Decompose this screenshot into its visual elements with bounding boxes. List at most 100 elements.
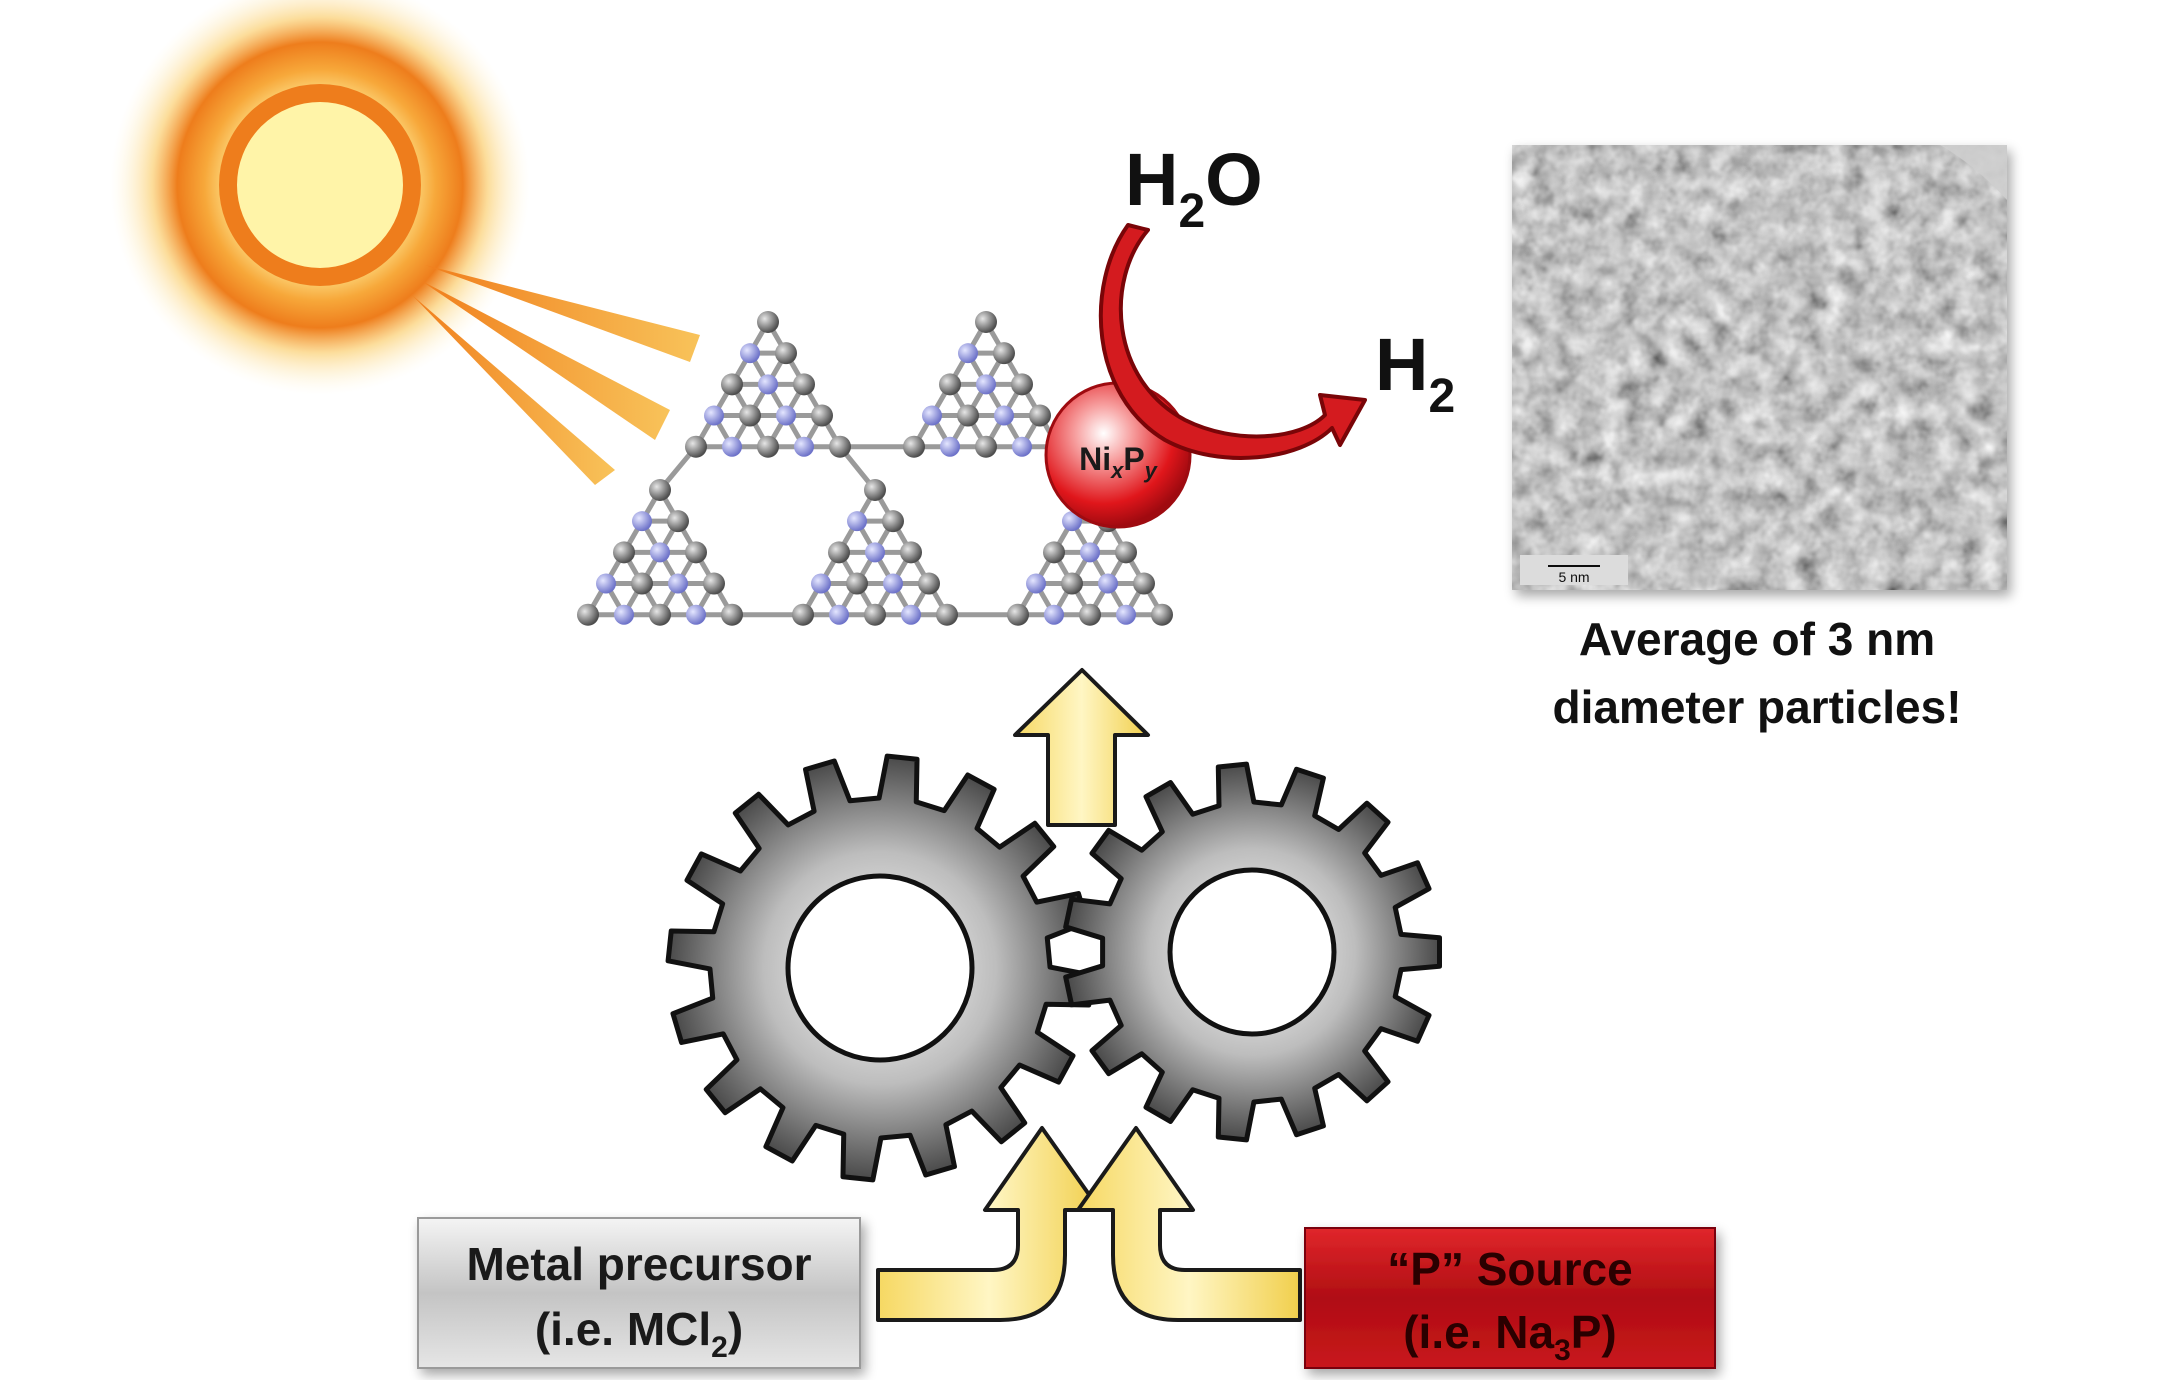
nitrogen-atom [704, 405, 724, 426]
carbon-atom [1011, 373, 1033, 396]
nitrogen-atom [922, 405, 942, 426]
nitrogen-atom [1012, 436, 1032, 457]
carbon-atom [1043, 541, 1065, 564]
catalyst-ni: Ni [1079, 441, 1111, 477]
carbon-atom [757, 311, 779, 333]
carbon-atom [811, 404, 833, 427]
p-source-line2: (i.e. Na3P) [1403, 1306, 1617, 1367]
scale-bar-label: 5 nm [1558, 569, 1589, 585]
nitrogen-atom [1098, 573, 1118, 594]
carbon-atom [939, 373, 961, 396]
carbon-atom [721, 373, 743, 396]
carbon-atom [900, 541, 922, 564]
carbon-atom [757, 435, 779, 458]
water-splitting-arrow [1098, 223, 1367, 460]
nitrogen-atom [794, 436, 814, 457]
nitrogen-atom [940, 436, 960, 457]
light-ray [412, 295, 615, 485]
carbon-atom [975, 311, 997, 333]
metal-input-arrow [876, 1126, 1102, 1322]
carbon-atom [775, 342, 797, 365]
nitrogen-atom [758, 374, 778, 395]
light-rays [412, 265, 700, 485]
carbon-atom [1133, 572, 1155, 595]
nitrogen-atom [686, 604, 706, 625]
carbon-atom [846, 572, 868, 595]
carbon-atom [957, 404, 979, 427]
nitrogen-atom [901, 604, 921, 625]
carbon-atom [882, 510, 904, 533]
gear-icon [1063, 761, 1442, 1143]
carbon-atom [975, 435, 997, 458]
carbon-atom [903, 435, 925, 458]
carbon-atom [649, 479, 671, 501]
nitrogen-atom [847, 511, 867, 532]
hydrogen-label: H2 [1375, 323, 1455, 423]
light-ray [425, 265, 700, 362]
nitrogen-atom [596, 573, 616, 594]
catalyst-p: P [1123, 441, 1144, 477]
carbon-atom [864, 479, 886, 501]
water-label: H2O [1125, 138, 1263, 238]
carbon-atom [864, 603, 886, 626]
gears [665, 753, 1442, 1183]
p-source-line1: “P” Source [1387, 1243, 1632, 1295]
nitrogen-atom [811, 573, 831, 594]
nitrogen-atom [1062, 511, 1082, 532]
nitrogen-atom [650, 542, 670, 563]
tem-caption-line1: Average of 3 nm [1579, 613, 1935, 665]
nitrogen-atom [632, 511, 652, 532]
carbon-atom [918, 572, 940, 595]
carbon-atom [613, 541, 635, 564]
nitrogen-atom [1044, 604, 1064, 625]
nixpy-particle: NixPy [1044, 381, 1192, 529]
carbon-atom [631, 572, 653, 595]
up-arrow [1013, 668, 1150, 827]
nitrogen-atom [1026, 573, 1046, 594]
carbon-atom [1029, 404, 1051, 427]
catalyst-x: x [1110, 458, 1124, 483]
light-ray [420, 280, 670, 440]
nitrogen-atom [1080, 542, 1100, 563]
metal-precursor-line2: (i.e. MCl2) [535, 1303, 743, 1364]
carbon-atom [1061, 572, 1083, 595]
carbon-atom [739, 404, 761, 427]
nitrogen-atom [958, 343, 978, 364]
carbon-atom [793, 373, 815, 396]
carbon-atom [721, 603, 743, 626]
sun-icon [110, 0, 530, 395]
carbon-atom [577, 603, 599, 626]
tem-caption-line2: diameter particles! [1552, 681, 1961, 733]
carbon-atom [792, 603, 814, 626]
nitrogen-atom [994, 405, 1014, 426]
nitrogen-atom [668, 573, 688, 594]
nitrogen-atom [776, 405, 796, 426]
tem-image: 5 nm [1512, 145, 2007, 590]
carbon-atom [1115, 541, 1137, 564]
nitrogen-atom [976, 374, 996, 395]
gear-icon [665, 753, 1095, 1183]
nitrogen-atom [740, 343, 760, 364]
carbon-atom [685, 435, 707, 458]
carbon-atom [993, 342, 1015, 365]
p-source-box [1304, 1227, 1716, 1369]
carbon-atom [649, 603, 671, 626]
carbon-nitride-lattice [577, 311, 1173, 626]
carbon-atom [685, 541, 707, 564]
nitrogen-atom [722, 436, 742, 457]
metal-precursor-box [417, 1217, 861, 1369]
catalyst-y: y [1144, 458, 1159, 483]
svg-text:NixPy: NixPy [1079, 441, 1159, 483]
nitrogen-atom [883, 573, 903, 594]
carbon-atom [1007, 603, 1029, 626]
metal-precursor-line1: Metal precursor [466, 1238, 811, 1290]
carbon-atom [667, 510, 689, 533]
nitrogen-atom [829, 604, 849, 625]
nitrogen-atom [865, 542, 885, 563]
carbon-atom [1079, 603, 1101, 626]
nitrogen-atom [1116, 604, 1136, 625]
carbon-atom [936, 603, 958, 626]
carbon-atom [829, 435, 851, 458]
carbon-atom [1151, 603, 1173, 626]
